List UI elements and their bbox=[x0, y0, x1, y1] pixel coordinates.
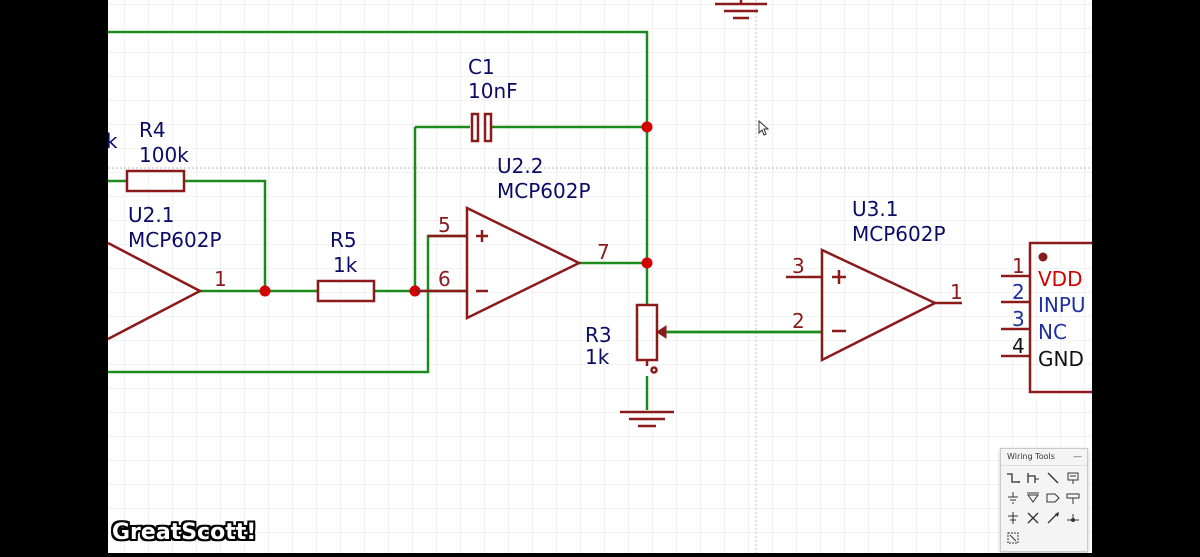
no-connect-flag-tool-button[interactable] bbox=[1003, 508, 1023, 528]
opamp-u21 bbox=[107, 241, 203, 341]
junction-tool-button[interactable] bbox=[1063, 508, 1083, 528]
letterbox-left bbox=[0, 0, 108, 553]
ic-pin1-marker bbox=[1038, 252, 1048, 262]
ground-symbol-top bbox=[715, 0, 767, 20]
r3-value: 1k bbox=[585, 345, 610, 369]
u21-pin-out: 1 bbox=[214, 267, 227, 291]
ground-icon bbox=[1008, 492, 1018, 504]
u31-pin-plus: 3 bbox=[792, 254, 805, 278]
opamp-u22 bbox=[415, 205, 582, 321]
u21-value: MCP602P bbox=[128, 228, 222, 252]
bus-entry-tool-button[interactable] bbox=[1043, 468, 1063, 488]
net-label-icon bbox=[1067, 472, 1079, 484]
power-icon bbox=[1027, 492, 1039, 503]
r5-value: 1k bbox=[333, 253, 358, 277]
port-icon bbox=[1046, 493, 1060, 503]
component-symbols bbox=[107, 0, 1092, 428]
u22-pin-minus: 6 bbox=[438, 267, 451, 291]
wire-r4-right bbox=[184, 179, 267, 291]
u31-ref: U3.1 bbox=[852, 197, 898, 221]
power-tool-button[interactable] bbox=[1023, 488, 1043, 508]
ground-tool-button[interactable] bbox=[1003, 488, 1023, 508]
junction-dot bbox=[641, 257, 653, 269]
ic-pin-number: 4 bbox=[1012, 334, 1025, 358]
letterbox-right bbox=[1092, 0, 1200, 553]
ic-pin-number: 1 bbox=[1012, 254, 1025, 278]
junction-dot bbox=[641, 121, 653, 133]
net-label-tool-button[interactable] bbox=[1063, 468, 1083, 488]
r3-ref: R3 bbox=[585, 323, 612, 347]
minimize-button[interactable]: — bbox=[1073, 452, 1082, 462]
u22-pin-out: 7 bbox=[597, 240, 610, 264]
ic-pin-name: GND bbox=[1038, 347, 1084, 371]
u21-ref: U2.1 bbox=[128, 203, 174, 227]
u31-pin-minus: 2 bbox=[792, 309, 805, 333]
bus-tool-button[interactable] bbox=[1023, 468, 1043, 488]
wire-top-feedback bbox=[108, 30, 649, 127]
capacitor-c1 bbox=[470, 112, 493, 143]
ic-symbol bbox=[1001, 241, 1092, 394]
u22-pin-plus: 5 bbox=[438, 213, 451, 237]
select-tool-button[interactable] bbox=[1003, 528, 1023, 548]
clipped-label: k bbox=[106, 129, 118, 153]
net-flag-icon bbox=[1066, 493, 1080, 504]
ic-pin-number: 2 bbox=[1012, 280, 1025, 304]
r4-ref: R4 bbox=[139, 118, 166, 142]
c1-ref: C1 bbox=[468, 55, 495, 79]
r5-ref: R5 bbox=[330, 228, 357, 252]
u31-value: MCP602P bbox=[852, 222, 946, 246]
ic-pin-name: NC bbox=[1038, 320, 1067, 344]
opamp-u31 bbox=[786, 248, 962, 363]
u22-value: MCP602P bbox=[497, 179, 591, 203]
channel-watermark: GreatScott! bbox=[112, 520, 257, 545]
resistor-r5 bbox=[316, 279, 376, 303]
wire-tool-button[interactable] bbox=[1003, 468, 1023, 488]
u31-pin-out: 1 bbox=[950, 280, 963, 304]
ic-pin-number: 3 bbox=[1012, 307, 1025, 331]
select-icon bbox=[1007, 532, 1019, 544]
wiring-tools-header[interactable]: Wiring Tools — bbox=[1001, 449, 1087, 466]
wire-icon bbox=[1007, 473, 1020, 483]
bus-icon bbox=[1027, 473, 1039, 483]
mouse-pointer-icon bbox=[758, 120, 770, 136]
no-connect-flag-icon bbox=[1008, 512, 1018, 524]
bus-entry-icon bbox=[1047, 472, 1059, 484]
ic-pin-name: VDD bbox=[1038, 267, 1082, 291]
u22-ref: U2.2 bbox=[497, 154, 543, 178]
port-tool-button[interactable] bbox=[1043, 488, 1063, 508]
potentiometer-r3 bbox=[635, 303, 822, 374]
net-flag-tool-button[interactable] bbox=[1063, 488, 1083, 508]
ic-pin-name: INPU bbox=[1038, 293, 1086, 317]
no-connect-icon bbox=[1027, 512, 1039, 524]
r4-value: 100k bbox=[139, 143, 189, 167]
no-connect-tool-button[interactable] bbox=[1023, 508, 1043, 528]
probe-tool-button[interactable] bbox=[1043, 508, 1063, 528]
junction-dot bbox=[259, 285, 271, 297]
c1-value: 10nF bbox=[468, 79, 518, 103]
ground-symbol-bottom bbox=[620, 410, 674, 428]
probe-icon bbox=[1047, 512, 1059, 524]
canvas-grid bbox=[108, 0, 1092, 553]
junction-icon bbox=[1067, 514, 1079, 522]
wiring-tools-panel: Wiring Tools — bbox=[1000, 448, 1088, 552]
resistor-r4 bbox=[125, 169, 186, 193]
wiring-tools-title: Wiring Tools bbox=[1007, 452, 1055, 461]
wiring-tools-grid bbox=[1001, 466, 1087, 550]
